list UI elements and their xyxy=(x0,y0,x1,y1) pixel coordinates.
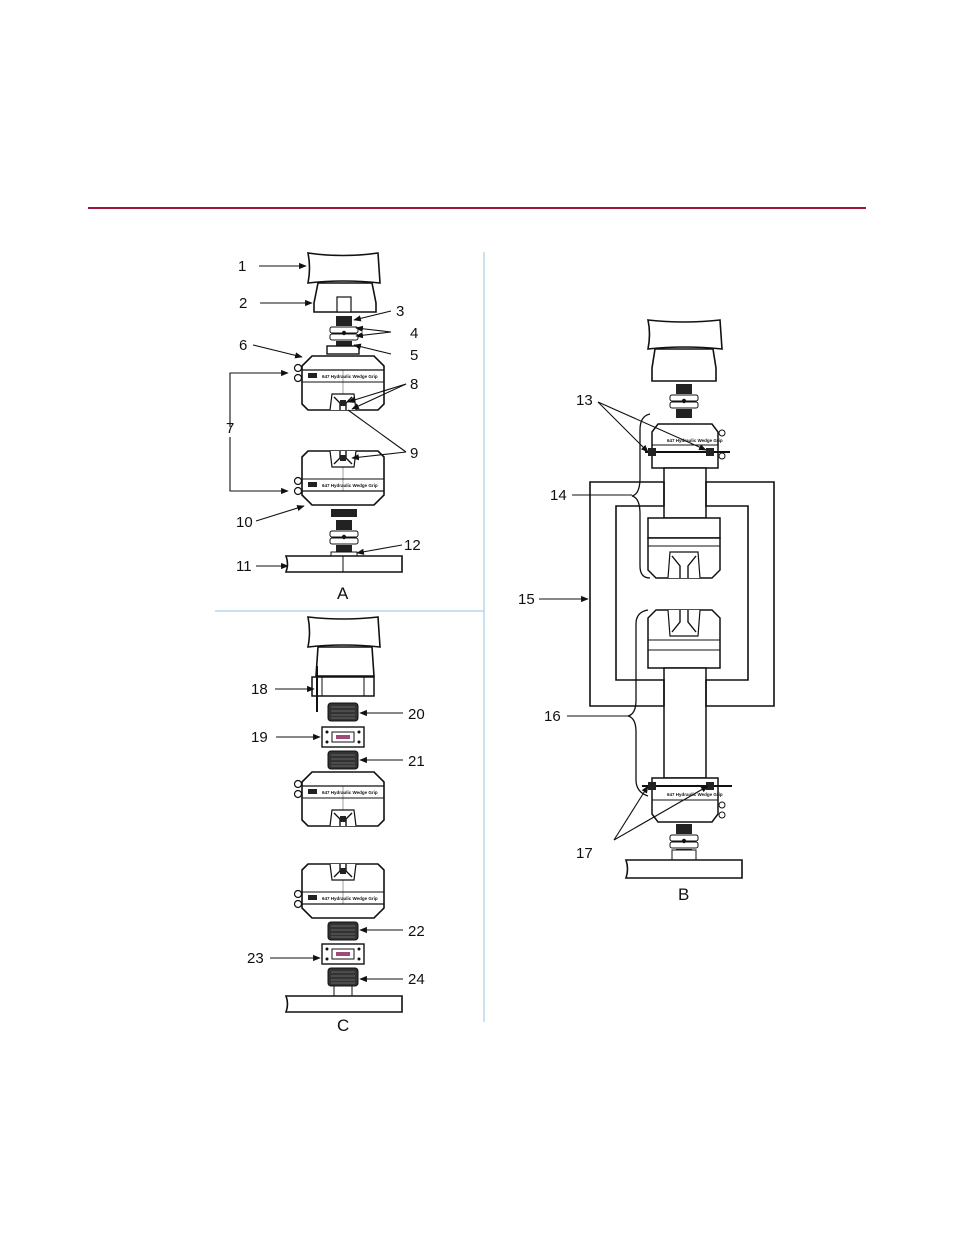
callout-1: 1 xyxy=(238,258,246,275)
callout-16: 16 xyxy=(544,708,561,725)
callout-11: 11 xyxy=(236,558,252,575)
callout-5: 5 xyxy=(410,347,418,364)
svg-text:647 Hydraulic Wedge Grip: 647 Hydraulic Wedge Grip xyxy=(667,438,723,443)
callout-7: 7 xyxy=(226,420,234,437)
panel-label-c: C xyxy=(337,1016,349,1035)
panel-label-b: B xyxy=(678,885,689,904)
callout-2: 2 xyxy=(239,295,247,312)
panel-a-drawing xyxy=(286,253,402,572)
callout-20: 20 xyxy=(408,706,425,723)
panel-b-drawing: 647 Hydraulic Wedge Grip 647 Hydraulic W… xyxy=(590,320,774,878)
callout-12: 12 xyxy=(404,537,421,554)
callout-23: 23 xyxy=(247,950,264,967)
callout-14: 14 xyxy=(550,487,567,504)
callout-6: 6 xyxy=(239,337,247,354)
callout-24: 24 xyxy=(408,971,425,988)
callout-13: 13 xyxy=(576,392,593,409)
svg-text:647 Hydraulic Wedge Grip: 647 Hydraulic Wedge Grip xyxy=(667,792,723,797)
callout-18: 18 xyxy=(251,681,268,698)
panel-label-a: A xyxy=(337,584,349,603)
callout-9: 9 xyxy=(410,445,418,462)
callout-19: 19 xyxy=(251,729,268,746)
callout-21: 21 xyxy=(408,753,425,770)
callout-3: 3 xyxy=(396,303,404,320)
callout-22: 22 xyxy=(408,923,425,940)
callout-17: 17 xyxy=(576,845,593,862)
callout-15: 15 xyxy=(518,591,535,608)
callout-10: 10 xyxy=(236,514,253,531)
panel-c-drawing xyxy=(286,617,402,1012)
callout-8: 8 xyxy=(410,376,418,393)
callout-4: 4 xyxy=(410,325,418,342)
